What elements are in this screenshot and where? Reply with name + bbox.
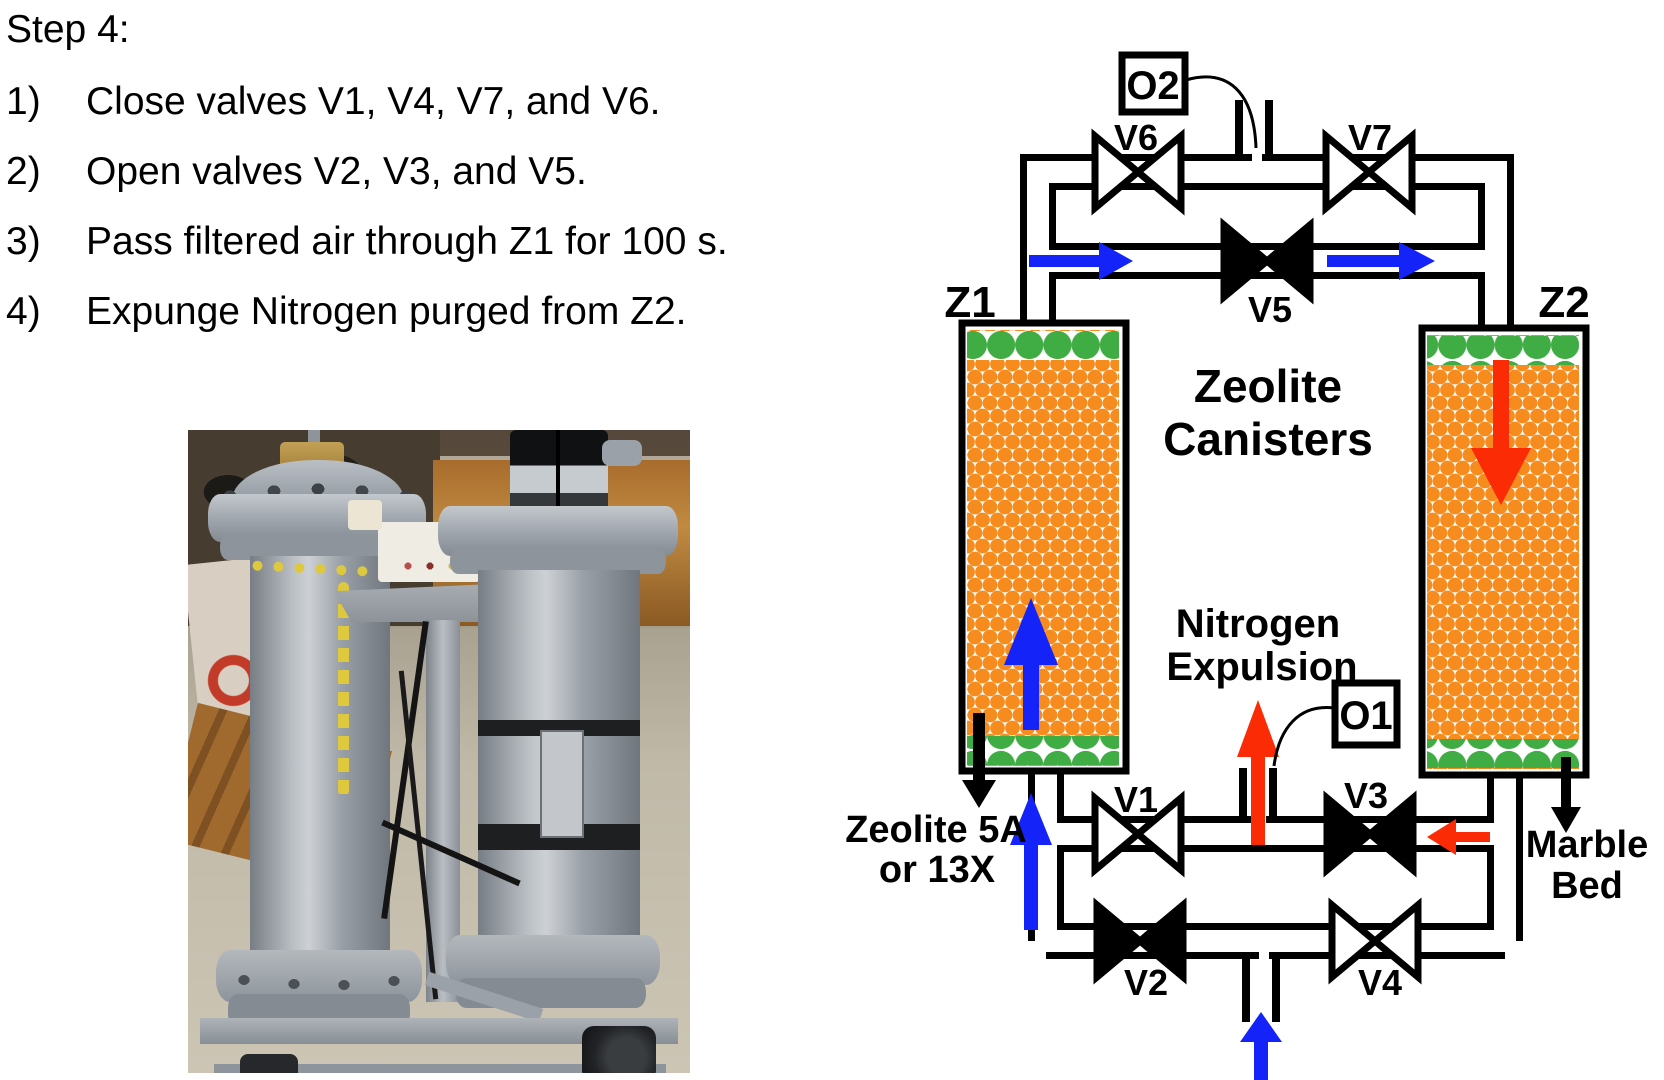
item-number: 4) [6, 290, 41, 333]
blue-up-arrow [1010, 793, 1052, 930]
flow-down-arrow [1471, 360, 1531, 505]
step-title: Step 4: [6, 8, 130, 51]
photo-yellow-chain [338, 582, 349, 796]
item-text: Pass filtered air through Z1 for 100 s. [86, 220, 728, 263]
marble-row [967, 331, 1119, 360]
diagram-labels: Z1 Z2 V6 V7 V5 V1 V3 V2 V4 Zeolite Canis… [845, 117, 1648, 1003]
photo-right-canister-flange [438, 506, 678, 556]
photo-detail [216, 968, 422, 992]
blue-right-arrow [1327, 242, 1435, 280]
sensor-label: O2 [1126, 64, 1179, 108]
blue-right-arrow [1029, 242, 1133, 280]
valve-label-v6: V6 [1114, 117, 1158, 158]
photo-detail [446, 935, 660, 985]
instruction-item: 4) Expunge Nitrogen purged from Z2. [6, 292, 836, 332]
valve-label-v7: V7 [1348, 117, 1392, 158]
red-left-arrow [1427, 819, 1490, 855]
blue-inlet-arrow [1240, 1012, 1282, 1080]
valves-group [1091, 128, 1422, 985]
air-inlet-port [1233, 942, 1295, 1026]
marble-bed-label: Bed [1551, 865, 1623, 907]
valve-V4 [1328, 897, 1422, 985]
sensor-O2: O2 [1118, 51, 1258, 149]
valve-V7 [1322, 128, 1416, 216]
photo-detail [450, 548, 666, 574]
item-text: Close valves V1, V4, V7, and V6. [86, 80, 661, 123]
marble-row [1427, 739, 1579, 768]
flow-arrows [962, 242, 1581, 1080]
photo-air-filter-unit [510, 430, 608, 514]
zeolite-type-label: or 13X [879, 849, 996, 891]
zeolite-beads [967, 330, 1119, 766]
marble-bed-label: Marble [1526, 824, 1648, 866]
instructions: Step 4: 1) Close valves V1, V4, V7, and … [6, 8, 836, 362]
photo-detail [348, 500, 382, 530]
photo-cart-frame [214, 1064, 666, 1073]
instruction-item: 2) Open valves V2, V3, and V5. [6, 152, 836, 192]
photo-detail [602, 440, 642, 466]
valve-V2 [1093, 897, 1187, 985]
nitrogen-label: Nitrogen [1176, 602, 1340, 646]
canister-label-z2: Z2 [1538, 278, 1589, 327]
instruction-item: 1) Close valves V1, V4, V7, and V6. [6, 82, 836, 122]
instruction-list: 1) Close valves V1, V4, V7, and V6. 2) O… [6, 82, 836, 332]
photo-left-canister [250, 556, 390, 1002]
valve-label-v1: V1 [1114, 779, 1158, 820]
canister-z2 [1418, 324, 1590, 779]
photo-caster-wheel [240, 1054, 298, 1073]
photo-caster-wheel [582, 1026, 656, 1073]
zeolite-type-label: Zeolite 5A [845, 809, 1027, 851]
black-zeolite-arrow [962, 713, 996, 808]
valve-V6 [1091, 128, 1185, 216]
canister-z1 [958, 319, 1130, 775]
valve-V3 [1323, 790, 1417, 878]
red-expulsion-arrow [1237, 700, 1279, 845]
nitrogen-label: Expulsion [1166, 645, 1357, 689]
valve-label-v3: V3 [1344, 775, 1388, 816]
black-marble-arrow [1551, 757, 1581, 833]
canister-label-z1: Z1 [944, 278, 995, 327]
diagram-title: Canisters [1163, 413, 1373, 465]
item-number: 1) [6, 80, 41, 123]
sensor-label: O1 [1339, 694, 1392, 738]
item-number: 2) [6, 150, 41, 193]
item-number: 3) [6, 220, 41, 263]
flow-up-arrow [1004, 598, 1058, 730]
photo-detail [540, 730, 584, 838]
valve-V5 [1220, 217, 1314, 305]
apparatus-photo [188, 430, 690, 1073]
marble-row [967, 736, 1119, 765]
item-text: Open valves V2, V3, and V5. [86, 150, 587, 193]
valve-label-v5: V5 [1248, 289, 1292, 330]
valve-label-v2: V2 [1124, 962, 1168, 1003]
instruction-item: 3) Pass filtered air through Z1 for 100 … [6, 222, 836, 262]
item-text: Expunge Nitrogen purged from Z2. [86, 290, 687, 333]
valve-label-v4: V4 [1358, 962, 1402, 1003]
sensor-O1: O1 [1272, 679, 1401, 767]
valve-V1 [1091, 790, 1185, 878]
diagram-title: Zeolite [1194, 360, 1342, 412]
